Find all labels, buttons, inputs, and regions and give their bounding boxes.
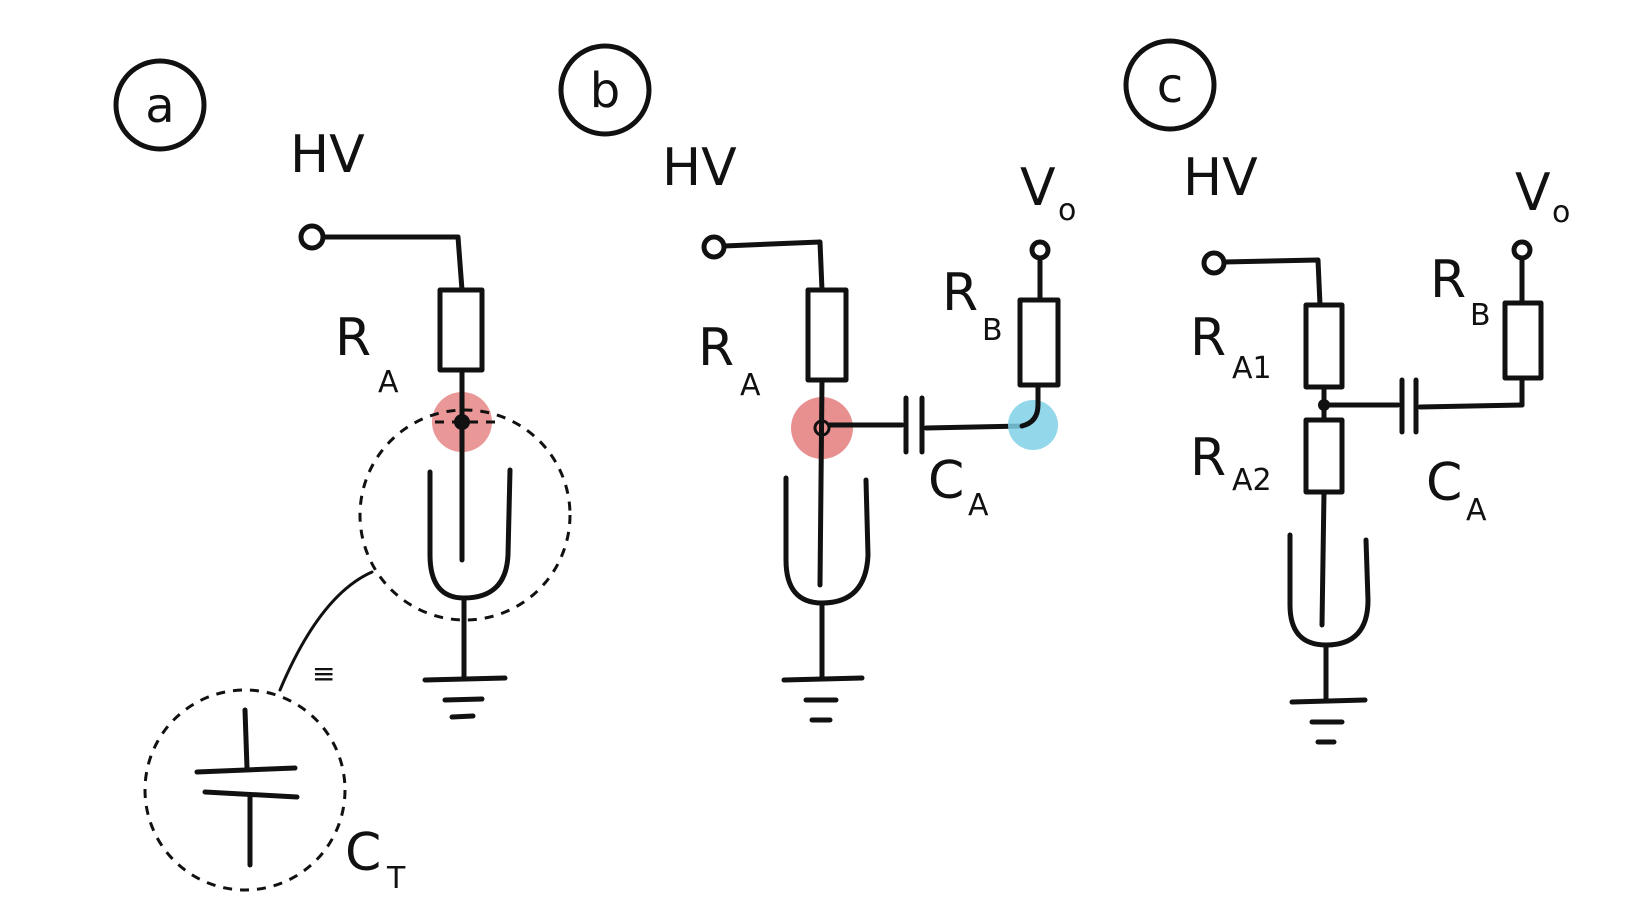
panel-a-equivalence-line [278, 570, 374, 692]
panel-a-hv-wire [320, 234, 465, 293]
panel-a-ground-icon [422, 675, 508, 720]
panel-a-hv-label: HV [290, 125, 365, 185]
panel-c-badge [1123, 38, 1217, 132]
panel-b-hv-terminal [701, 234, 727, 260]
panel-b-tag: b [590, 63, 620, 119]
panel-b-output-highlight [1008, 400, 1058, 450]
panel-b-rb-resistor [1017, 297, 1061, 388]
panel-a-ct-plate-top [194, 765, 298, 775]
panel-b-rb-label: R [942, 263, 978, 323]
panel-a: a HV R A ≡ C T [113, 58, 572, 896]
panel-a-ct-label: C [345, 823, 381, 883]
panel-c-ra2-subscript: A2 [1232, 463, 1272, 498]
panel-b-rb-wire [1019, 382, 1041, 429]
panel-b-detector-cathode [783, 475, 871, 606]
panel-a-detector-cathode [427, 467, 513, 601]
panel-c-vo-label: V [1515, 163, 1551, 223]
panel-b-ca-label: C [928, 451, 964, 511]
panel-c-ra2-label: R [1190, 428, 1226, 488]
panel-c-vo-subscript: o [1552, 195, 1570, 230]
panel-c-rb-resistor [1502, 300, 1544, 381]
panel-c-hv-wire [1221, 257, 1323, 308]
panel-c-ca-right-wire [1417, 402, 1525, 410]
panel-a-detector-dashed-boundary [358, 408, 572, 622]
panel-b-ca-right-wire [923, 423, 1025, 431]
panel-b-vo-subscript: o [1058, 193, 1076, 228]
panel-c-tag: c [1157, 58, 1183, 114]
panel-c-ra1-resistor [1303, 302, 1345, 390]
panel-a-badge [113, 58, 207, 152]
panel-c-hv-terminal [1201, 250, 1227, 276]
panel-c-vo-terminal [1511, 239, 1533, 261]
panel-b: b HV R A C A R B V o [558, 43, 1076, 723]
panel-c: c HV R A1 R A2 C A R B V [1123, 38, 1570, 745]
panel-b-ra-label: R [698, 318, 734, 378]
panel-a-tag: a [145, 78, 174, 134]
panel-b-vo-terminal [1029, 239, 1051, 261]
panel-b-hv-label: HV [662, 138, 737, 198]
panel-b-ra-resistor [805, 287, 849, 383]
panel-c-ra1-subscript: A1 [1232, 351, 1272, 386]
panel-c-rb-subscript: B [1470, 298, 1491, 333]
panel-b-rb-subscript: B [982, 313, 1003, 348]
panel-c-ca-label: C [1426, 453, 1462, 513]
panel-a-ra-label: R [335, 308, 371, 368]
panel-a-ct-subscript: T [386, 861, 406, 896]
panel-c-ra1-label: R [1190, 308, 1226, 368]
panel-a-ct-top-lead [242, 707, 250, 771]
panel-c-ra2-resistor [1303, 417, 1345, 495]
panel-b-ra-subscript: A [740, 368, 761, 403]
panel-b-ground-icon [781, 675, 865, 723]
panel-b-hv-wire [721, 239, 825, 293]
panel-a-ct-dashed-boundary [143, 688, 347, 892]
panel-b-anode-wire [817, 377, 825, 588]
panel-c-anode-wire [1319, 489, 1327, 628]
panel-a-equivalence-symbol: ≡ [312, 657, 335, 690]
panel-a-ra-subscript: A [378, 365, 399, 400]
panel-c-hv-label: HV [1183, 148, 1258, 208]
panel-b-ca-subscript: A [968, 488, 989, 523]
panel-a-ra-resistor [437, 287, 485, 373]
panel-c-ground-icon [1289, 697, 1368, 745]
panel-a-hv-terminal [298, 223, 326, 251]
panel-b-vo-label: V [1020, 158, 1056, 218]
panel-c-ca-subscript: A [1466, 493, 1487, 528]
panel-b-badge [558, 43, 652, 137]
panel-c-detector-cathode [1287, 532, 1371, 648]
panel-c-rb-label: R [1430, 250, 1466, 310]
